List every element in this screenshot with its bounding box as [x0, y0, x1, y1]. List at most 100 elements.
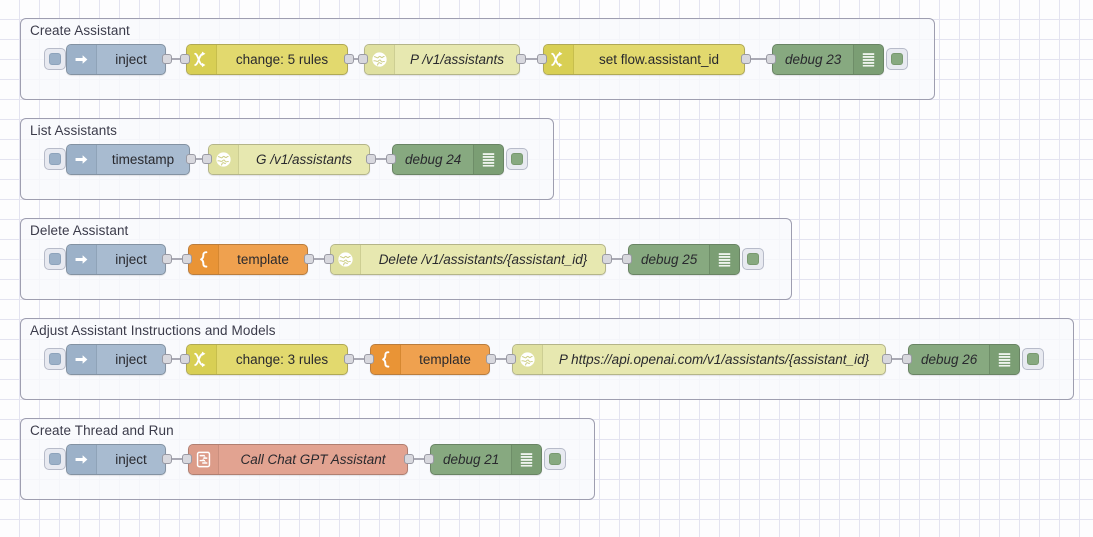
debug-node[interactable]: debug 25 [628, 244, 740, 275]
node-wire[interactable] [172, 58, 180, 60]
node-input-port[interactable] [424, 454, 434, 464]
node-input-port[interactable] [358, 54, 368, 64]
debug-toggle-button[interactable] [742, 248, 764, 270]
node-input-port[interactable] [364, 354, 374, 364]
globe-icon [513, 345, 543, 374]
node-output-port[interactable] [741, 54, 751, 64]
node-output-port[interactable] [162, 254, 172, 264]
node-output-port[interactable] [344, 54, 354, 64]
inject-trigger-indicator [49, 53, 61, 65]
node-input-port[interactable] [537, 54, 547, 64]
node-label: Delete /v1/assistants/{assistant_id} [378, 252, 588, 267]
group-label: List Assistants [30, 123, 118, 138]
change-node[interactable]: set flow.assistant_id [543, 44, 745, 75]
node-label: debug 23 [785, 52, 842, 67]
node-wire[interactable] [526, 58, 537, 60]
node-output-port[interactable] [404, 454, 414, 464]
chatgpt-node[interactable]: Call Chat GPT Assistant [188, 444, 408, 475]
node-output-port[interactable] [366, 154, 376, 164]
debug-lines-icon [473, 145, 503, 174]
node-input-port[interactable] [180, 354, 190, 364]
inject-trigger-button[interactable] [44, 348, 66, 370]
node-label: template [419, 352, 471, 367]
node-wire[interactable] [172, 258, 182, 260]
debug-toggle-button[interactable] [1022, 348, 1044, 370]
node-wire[interactable] [612, 258, 622, 260]
debug-node[interactable]: debug 26 [908, 344, 1020, 375]
node-wire[interactable] [172, 458, 182, 460]
node-label: inject [115, 352, 147, 367]
inject-trigger-button[interactable] [44, 448, 66, 470]
node-wire[interactable] [496, 358, 506, 360]
inject-arrow-icon [67, 45, 97, 74]
node-wire[interactable] [354, 58, 358, 60]
node-output-port[interactable] [516, 54, 526, 64]
node-output-port[interactable] [162, 454, 172, 464]
node-output-port[interactable] [186, 154, 196, 164]
debug-lines-icon [511, 445, 541, 474]
inject-node[interactable]: inject [66, 444, 166, 475]
node-wire[interactable] [196, 158, 202, 160]
globe-icon [209, 145, 239, 174]
node-input-port[interactable] [766, 54, 776, 64]
debug-toggle-button[interactable] [506, 148, 528, 170]
change-node[interactable]: change: 3 rules [186, 344, 348, 375]
node-label: timestamp [111, 152, 175, 167]
http-request-node[interactable]: G /v1/assistants [208, 144, 370, 175]
node-output-port[interactable] [882, 354, 892, 364]
http-request-node[interactable]: Delete /v1/assistants/{assistant_id} [330, 244, 606, 275]
node-wire[interactable] [414, 458, 424, 460]
node-input-port[interactable] [202, 154, 212, 164]
node-input-port[interactable] [506, 354, 516, 364]
inject-trigger-indicator [49, 253, 61, 265]
node-wire[interactable] [354, 358, 364, 360]
node-label: inject [115, 452, 147, 467]
node-wire[interactable] [892, 358, 902, 360]
debug-toggle-indicator [549, 453, 561, 465]
curly-brace-icon [371, 345, 401, 374]
debug-node[interactable]: debug 23 [772, 44, 884, 75]
node-output-port[interactable] [486, 354, 496, 364]
node-output-port[interactable] [602, 254, 612, 264]
inject-trigger-button[interactable] [44, 248, 66, 270]
node-wire[interactable] [314, 258, 324, 260]
node-input-port[interactable] [324, 254, 334, 264]
node-label: Call Chat GPT Assistant [240, 452, 386, 467]
node-output-port[interactable] [304, 254, 314, 264]
node-label: P https://api.openai.com/v1/assistants/{… [558, 352, 870, 367]
node-wire[interactable] [376, 158, 386, 160]
http-request-node[interactable]: P https://api.openai.com/v1/assistants/{… [512, 344, 886, 375]
node-label: change: 3 rules [235, 352, 329, 367]
node-input-port[interactable] [386, 154, 396, 164]
inject-node[interactable]: inject [66, 44, 166, 75]
node-output-port[interactable] [162, 54, 172, 64]
template-node[interactable]: template [188, 244, 308, 275]
group-label: Delete Assistant [30, 223, 129, 238]
inject-node[interactable]: timestamp [66, 144, 190, 175]
node-input-port[interactable] [182, 454, 192, 464]
debug-toggle-indicator [511, 153, 523, 165]
debug-toggle-button[interactable] [886, 48, 908, 70]
node-input-port[interactable] [182, 254, 192, 264]
inject-node[interactable]: inject [66, 344, 166, 375]
node-output-port[interactable] [344, 354, 354, 364]
chatgpt-doc-icon [189, 445, 219, 474]
inject-trigger-button[interactable] [44, 48, 66, 70]
node-wire[interactable] [751, 58, 766, 60]
debug-node[interactable]: debug 24 [392, 144, 504, 175]
debug-node[interactable]: debug 21 [430, 444, 542, 475]
globe-icon [331, 245, 361, 274]
inject-node[interactable]: inject [66, 244, 166, 275]
change-node[interactable]: change: 5 rules [186, 44, 348, 75]
node-input-port[interactable] [180, 54, 190, 64]
node-input-port[interactable] [902, 354, 912, 364]
node-input-port[interactable] [622, 254, 632, 264]
debug-toggle-button[interactable] [544, 448, 566, 470]
node-wire[interactable] [172, 358, 180, 360]
template-node[interactable]: template [370, 344, 490, 375]
http-request-node[interactable]: P /v1/assistants [364, 44, 520, 75]
node-output-port[interactable] [162, 354, 172, 364]
inject-trigger-button[interactable] [44, 148, 66, 170]
inject-trigger-indicator [49, 453, 61, 465]
